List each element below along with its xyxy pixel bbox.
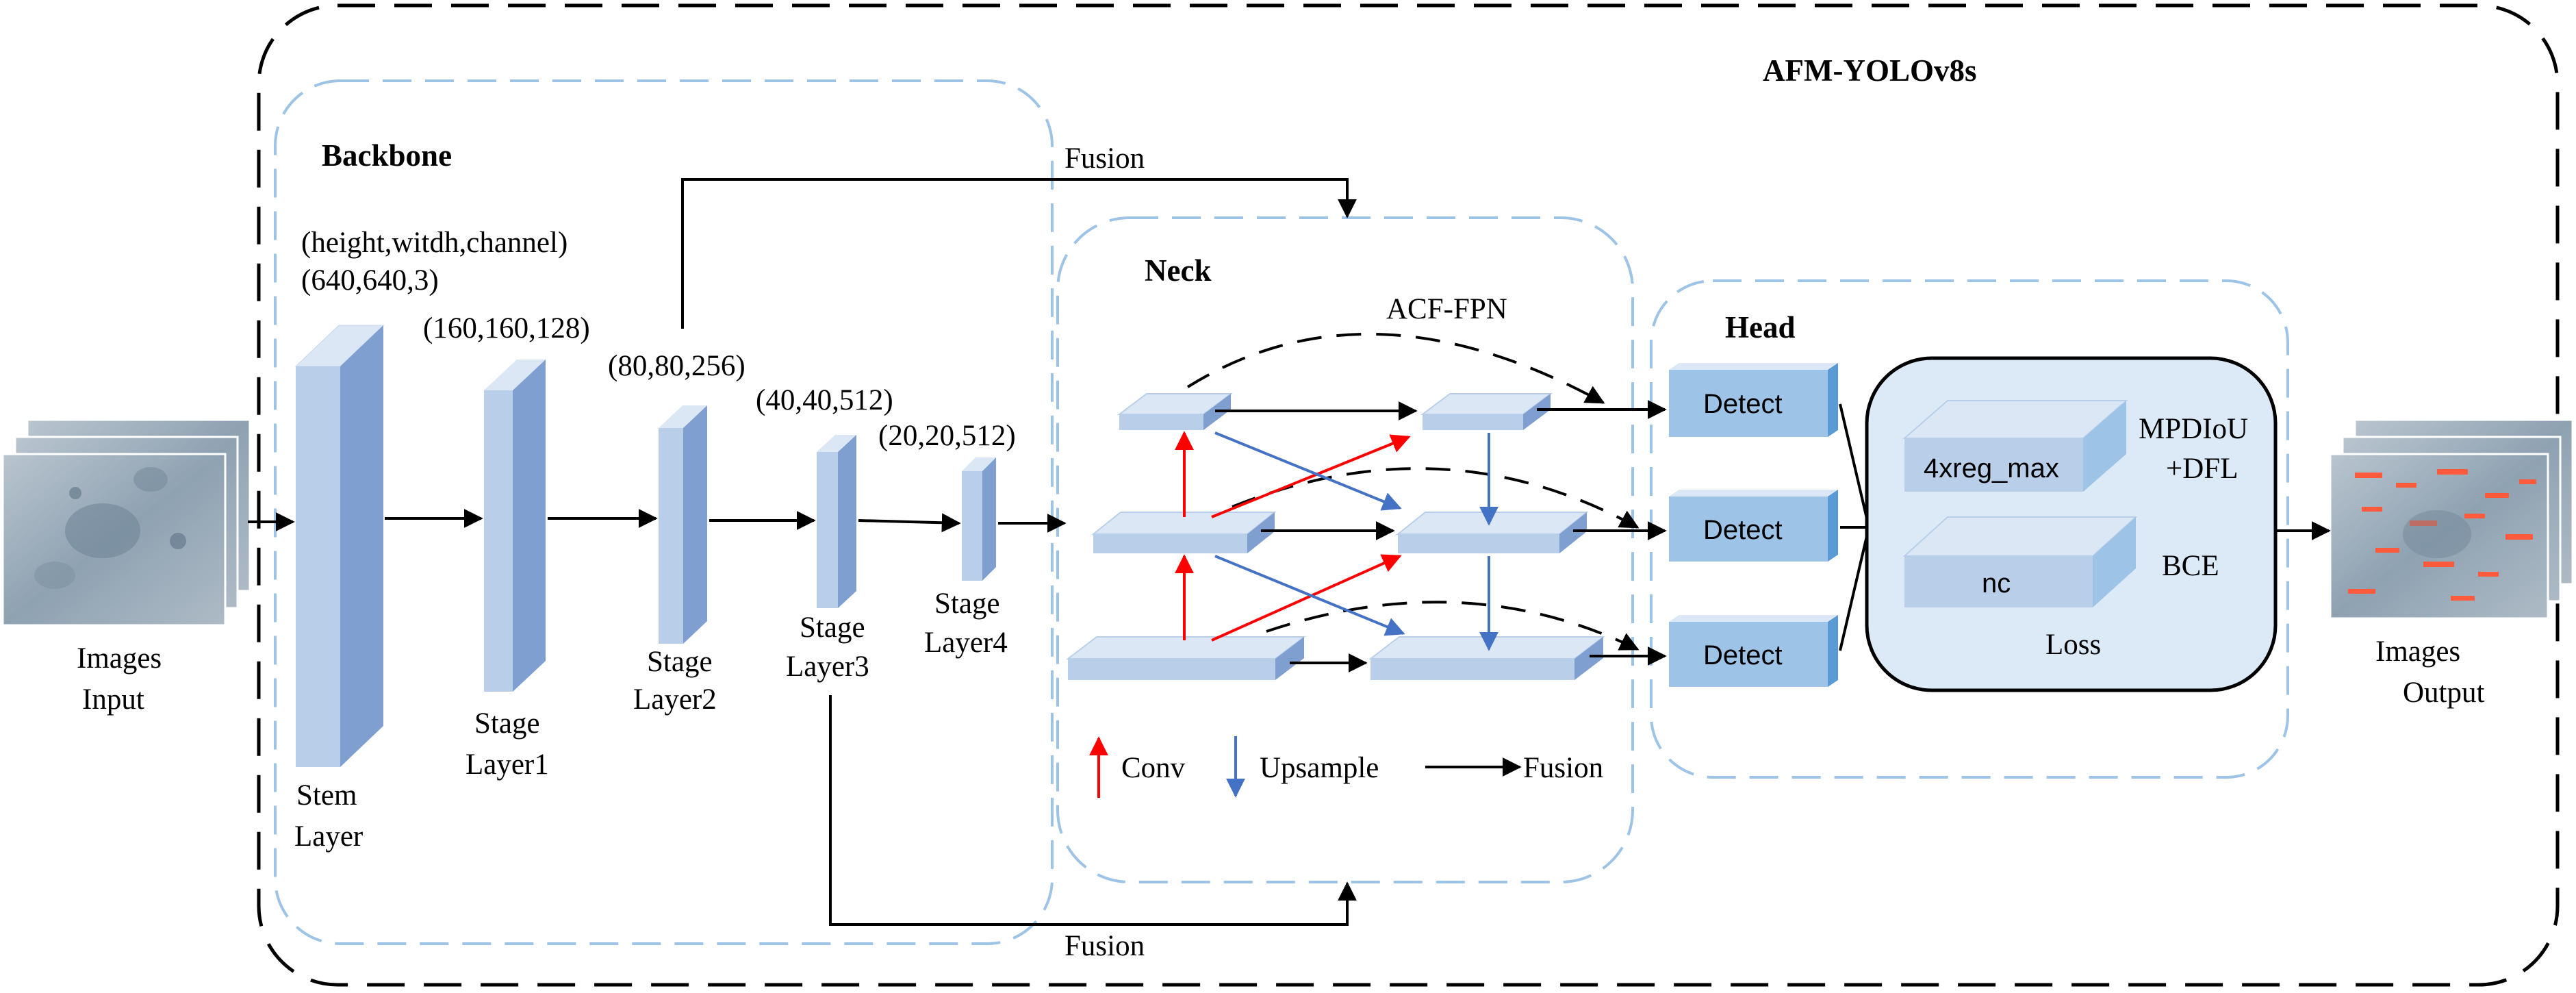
stage-layer2-block <box>659 405 707 644</box>
shape-header: (height,witdh,channel) <box>301 227 568 259</box>
stem-shape: (640,640,3) <box>301 264 439 297</box>
stage1-shape: (160,160,128) <box>423 312 590 344</box>
detect-block-1 <box>1669 363 1838 437</box>
input-label-line2: Input <box>82 683 144 716</box>
stage2-name-line2: Layer2 <box>633 683 717 716</box>
fusion-top-label: Fusion <box>1064 142 1145 175</box>
reg-box <box>1902 400 2128 492</box>
stage1-name-line2: Layer1 <box>466 749 549 781</box>
reg-loss-line2: +DFL <box>2166 453 2238 485</box>
stem-name-line2: Layer <box>294 820 363 853</box>
stage3-name-line1: Stage <box>800 612 865 644</box>
legend-upsample: Upsample <box>1260 752 1379 784</box>
stage3-name-line2: Layer3 <box>786 651 869 683</box>
cls-loss-label: BCE <box>2162 550 2219 582</box>
fusion-top-path <box>681 178 1357 329</box>
neck-right-top-plate <box>1420 393 1553 430</box>
loss-title: Loss <box>2045 629 2101 661</box>
head-title: Head <box>1725 310 1796 344</box>
stage-layer3-block <box>817 435 856 608</box>
stage-layer1-block <box>484 360 546 692</box>
backbone-region <box>274 79 1054 945</box>
detect-label-2: Detect <box>1703 515 1783 545</box>
stem-name-line1: Stem <box>296 779 357 812</box>
input-images <box>1 418 251 627</box>
backbone-title: Backbone <box>322 138 452 173</box>
detect-label-3: Detect <box>1703 640 1783 670</box>
detect-label-1: Detect <box>1703 389 1783 419</box>
neck-legend <box>1089 736 1522 798</box>
stage-layer4-block <box>962 457 996 581</box>
legend-conv: Conv <box>1121 752 1186 784</box>
neck-subtitle: ACF-FPN <box>1386 293 1507 325</box>
stage4-shape: (20,20,512) <box>878 420 1016 452</box>
output-label-line1: Images <box>2375 636 2460 668</box>
legend-fusion: Fusion <box>1523 752 1603 784</box>
cls-box-label: nc <box>1982 568 2011 599</box>
reg-loss-line1: MPDIoU <box>2139 413 2248 445</box>
neck-fusion-arrows <box>1215 400 1667 673</box>
neck-right-mid-plate <box>1396 512 1589 553</box>
fusion-bottom-label: Fusion <box>1064 930 1145 962</box>
stage3-shape: (40,40,512) <box>756 384 893 416</box>
conv-arrows <box>1175 431 1411 642</box>
stage2-shape: (80,80,256) <box>608 350 745 382</box>
detect-block-2 <box>1669 490 1838 562</box>
upsample-arrows <box>1214 431 1499 651</box>
reg-box-label: 4xreg_max <box>1924 453 2059 483</box>
fusion-bottom-path <box>829 695 1357 926</box>
neck-dashed-skip-arrows <box>1186 332 1640 651</box>
cls-box <box>1902 516 2138 607</box>
output-images <box>2329 418 2574 620</box>
stage1-name-line1: Stage <box>474 707 540 740</box>
diagram-title: AFM-YOLOv8s <box>1763 53 1976 88</box>
input-label-line1: Images <box>77 642 162 675</box>
stage4-name-line1: Stage <box>934 588 1000 620</box>
neck-right-bot-plate <box>1368 636 1605 680</box>
neck-left-mid-plate <box>1091 512 1277 553</box>
neck-left-bot-plate <box>1066 636 1306 680</box>
detect-block-3 <box>1669 615 1838 687</box>
neck-title: Neck <box>1145 253 1211 288</box>
stem-layer-block <box>294 325 385 767</box>
output-label-line2: Output <box>2403 677 2485 709</box>
stage2-name-line1: Stage <box>647 646 713 678</box>
neck-left-top-plate <box>1117 393 1233 430</box>
backbone-flow-arrows <box>248 509 1067 533</box>
stage4-name-line2: Layer4 <box>924 627 1008 659</box>
